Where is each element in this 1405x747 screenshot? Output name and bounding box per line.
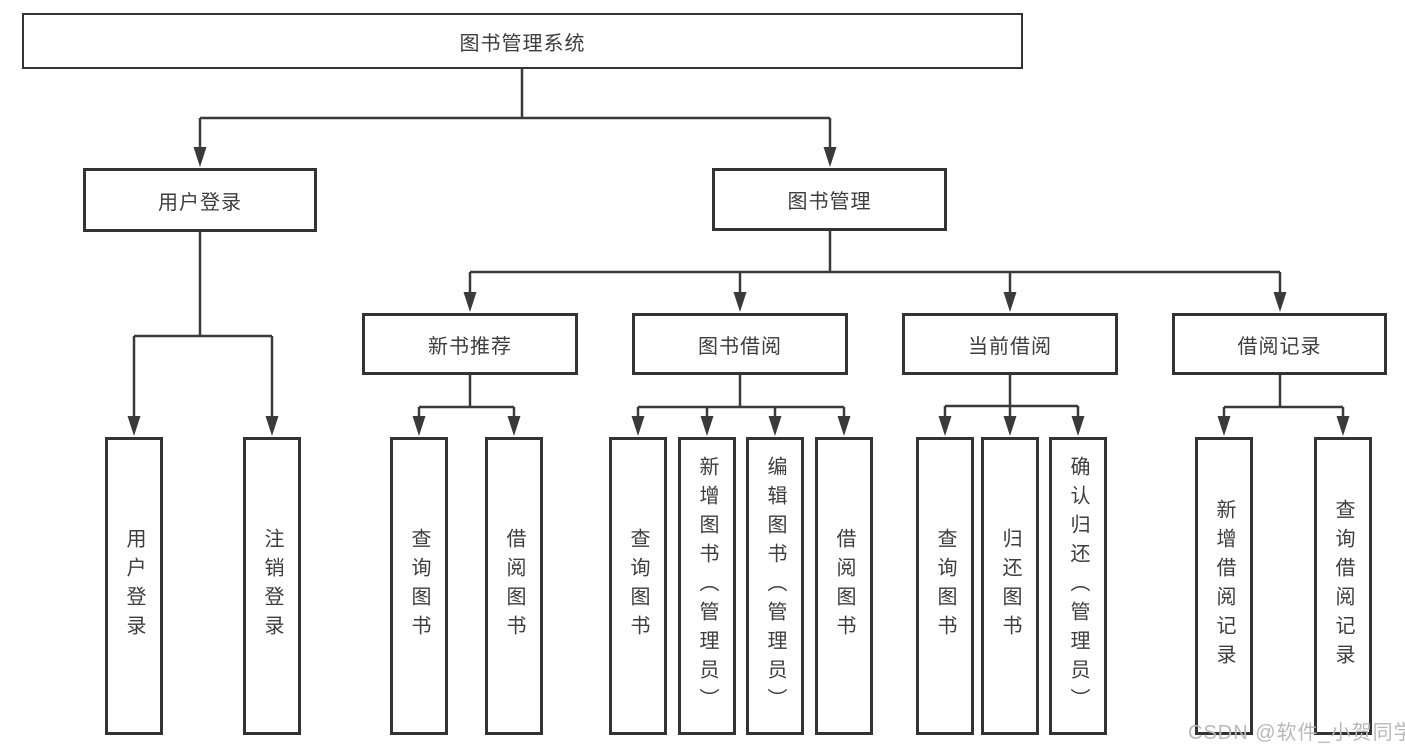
node-book-management: 图书管理	[712, 168, 947, 231]
node-library-management-system: 图书管理系统	[22, 13, 1023, 69]
leaf-add-book-admin: 新增图书（管理员）	[678, 437, 736, 735]
leaf-return-book: 归还图书	[981, 437, 1039, 735]
node-new-book-recommendation: 新书推荐	[362, 313, 578, 375]
node-book-borrowing: 图书借阅	[632, 313, 848, 375]
leaf-confirm-return-admin: 确认归还（管理员）	[1049, 437, 1107, 735]
leaf-add-borrow-record: 新增借阅记录	[1195, 437, 1253, 735]
node-user-login: 用户登录	[83, 168, 317, 232]
node-borrowing-records: 借阅记录	[1172, 313, 1387, 375]
leaf-user-login: 用户登录	[105, 437, 163, 735]
leaf-borrow-books-recommend: 借阅图书	[485, 437, 543, 735]
leaf-borrow-books: 借阅图书	[815, 437, 873, 735]
leaf-query-books-current: 查询图书	[916, 437, 974, 735]
csdn-watermark: CSDN @软件_小贺同学	[1188, 722, 1405, 744]
leaf-query-borrow-record: 查询借阅记录	[1314, 437, 1372, 735]
leaf-query-books-recommend: 查询图书	[390, 437, 448, 735]
leaf-logout: 注销登录	[243, 437, 301, 735]
leaf-query-books-borrowing: 查询图书	[609, 437, 667, 735]
node-current-borrowing: 当前借阅	[902, 313, 1118, 375]
leaf-edit-book-admin: 编辑图书（管理员）	[746, 437, 804, 735]
arrowheads	[127, 147, 1350, 436]
